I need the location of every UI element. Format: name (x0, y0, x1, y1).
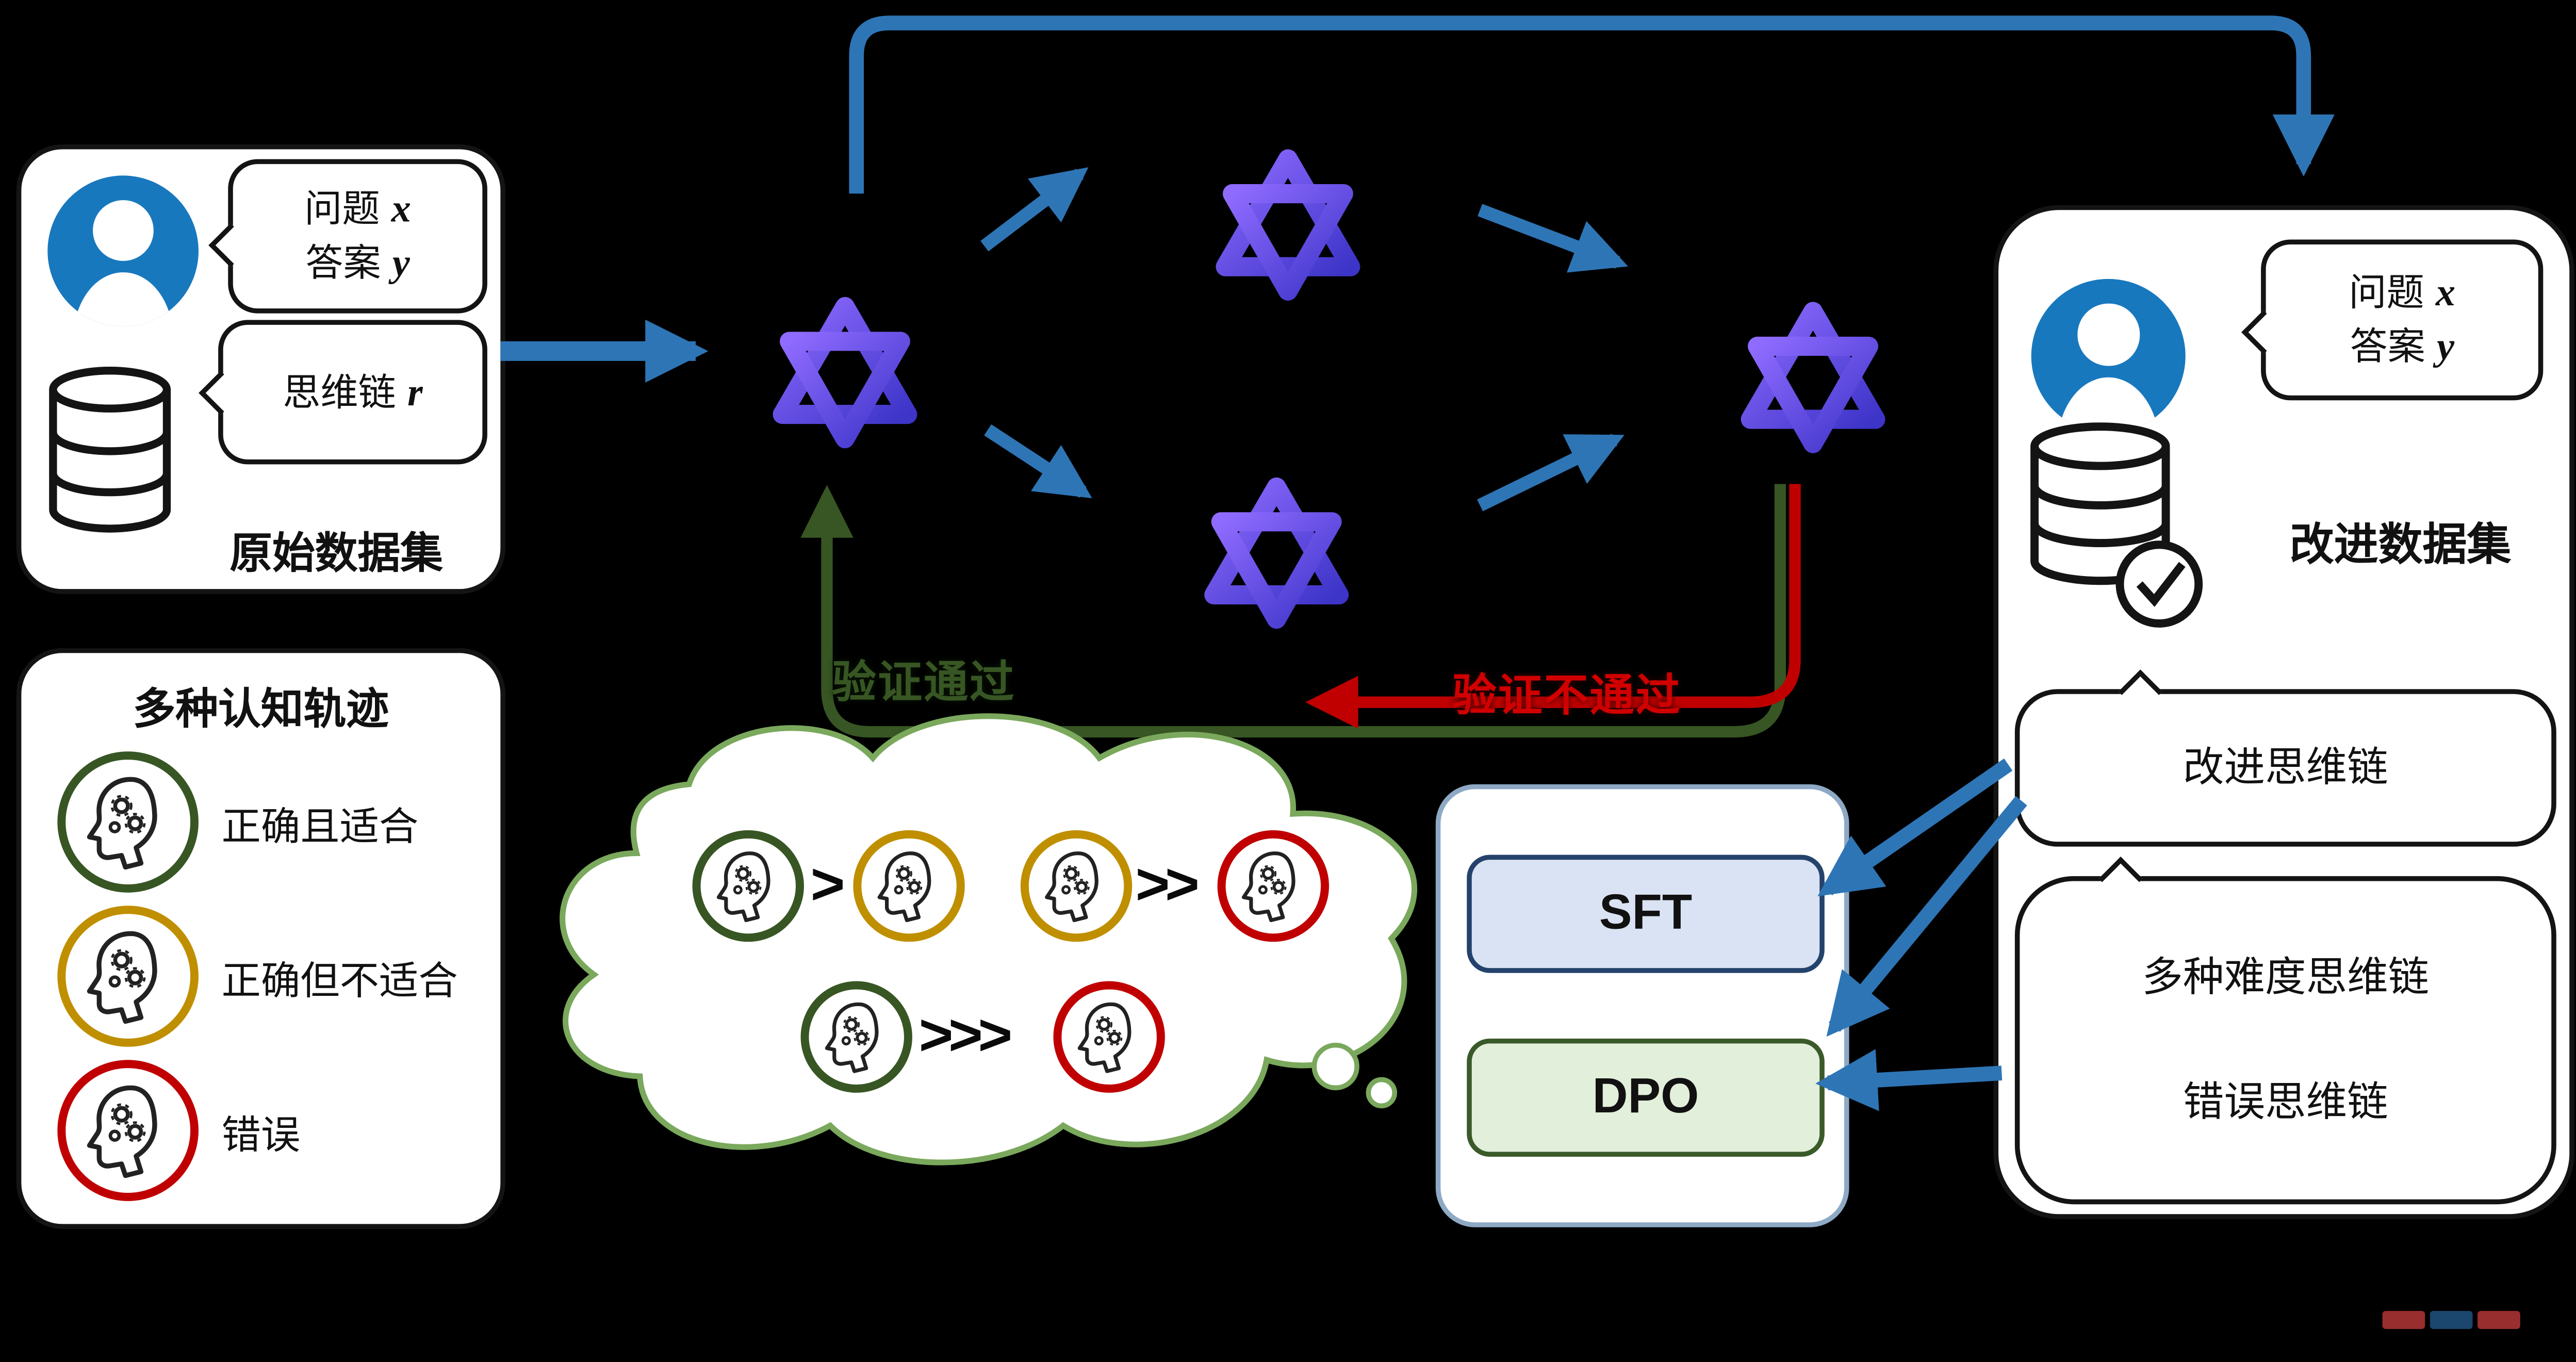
answer-var: y (392, 242, 410, 286)
question-var: x (391, 188, 411, 232)
question-answer-bubble: 问题 x 答案 y (2241, 239, 2544, 401)
database-check-icon (2030, 422, 2203, 628)
improved-dataset-panel: 问题 x 答案 y 改进数据集 改进思维链 多种难度思维链 错误思维链 (1993, 205, 2574, 1219)
trajectories-title: 多种认知轨迹 (133, 684, 389, 734)
cot-label: 思维链 (283, 370, 396, 413)
cot-bubble: 思维链 r (199, 320, 487, 465)
answer-label: 答案 (305, 241, 381, 284)
user-avatar-icon (2031, 278, 2186, 433)
difficulty-cot-line2: 错误思维链 (2183, 1079, 2388, 1125)
difficulty-cot-line1: 多种难度思维链 (2142, 955, 2430, 1002)
trajectory-row: 错误 (21, 1060, 500, 1211)
cot-var: r (407, 371, 423, 415)
trajectory-row: 正确且适合 (21, 751, 500, 902)
arrow-top-to-verifier (1478, 204, 1628, 273)
verification-pass-label: 验证通过 (832, 658, 1016, 708)
training-panel: SFT DPO (1435, 784, 1849, 1227)
arrow-top-loop (849, 15, 2335, 194)
wrong-head-icon (57, 1060, 199, 1201)
model-icon-generator (758, 282, 932, 456)
model-icon-verifier (1726, 287, 1900, 461)
question-answer-bubble: 问题 x 答案 y (208, 159, 487, 314)
answer-var: y (2437, 326, 2454, 369)
improved-dataset-title: 改进数据集 (2289, 520, 2512, 569)
dpo-box: DPO (1467, 1038, 1825, 1157)
database-icon (49, 367, 171, 533)
correct-unsuitable-head-icon (853, 830, 965, 942)
arrow-improvedcot-to-sft (1817, 758, 2013, 897)
arrow-gen-to-bottom (984, 424, 1092, 499)
bubble-tail (199, 371, 243, 415)
improved-cot-label: 改进思维链 (2183, 745, 2388, 791)
trajectory-label: 错误 (221, 1114, 301, 1159)
answer-label: 答案 (2350, 324, 2425, 368)
correct-unsuitable-head-icon (57, 906, 199, 1047)
correct-suitable-head-icon (800, 981, 912, 1093)
wrong-head-icon (1053, 981, 1165, 1093)
user-avatar-icon (47, 175, 199, 327)
compare-op-1: > (810, 850, 845, 917)
difficulty-cot-bubble: 多种难度思维链 错误思维链 (2014, 856, 2556, 1205)
trajectories-panel: 多种认知轨迹 正确且适合 正确但不适合 错误 (16, 648, 505, 1229)
compare-op-2: >> (1135, 850, 1200, 917)
original-dataset-panel: 问题 x 答案 y 思维链 r 原始数据集 (16, 144, 505, 594)
thought-cloud-trail-1 (1311, 1042, 1359, 1091)
arrow-difficulty-to-dpo (1815, 1049, 2003, 1111)
original-dataset-title: 原始数据集 (229, 528, 444, 578)
verification-fail-label: 验证不通过 (1452, 671, 1682, 720)
bubble-tail (2098, 856, 2143, 901)
bubble-tail (2118, 669, 2163, 714)
trajectory-row: 正确但不适合 (21, 906, 500, 1057)
question-label: 问题 (2349, 270, 2424, 314)
arrow-gen-to-top (980, 167, 1089, 252)
correct-suitable-head-icon (57, 751, 199, 893)
arrow-bottom-to-verifier (1477, 434, 1625, 512)
trajectory-label: 正确但不适合 (221, 960, 458, 1005)
sft-box: SFT (1467, 855, 1825, 973)
correct-unsuitable-head-icon (1020, 830, 1133, 942)
watermark (2382, 1311, 2520, 1330)
model-icon-branch-top (1201, 135, 1375, 308)
model-icon-branch-bottom (1190, 463, 1364, 636)
trajectory-label: 正确且适合 (221, 806, 419, 850)
question-var: x (2435, 272, 2456, 315)
bubble-tail (2241, 310, 2286, 354)
compare-op-3: >>> (918, 1000, 1013, 1069)
question-label: 问题 (304, 187, 380, 230)
bubble-tail (208, 223, 253, 268)
wrong-head-icon (1217, 830, 1330, 942)
correct-suitable-head-icon (692, 830, 804, 942)
improved-cot-bubble: 改进思维链 (2014, 669, 2556, 847)
thought-cloud-trail-2 (1366, 1077, 1398, 1109)
